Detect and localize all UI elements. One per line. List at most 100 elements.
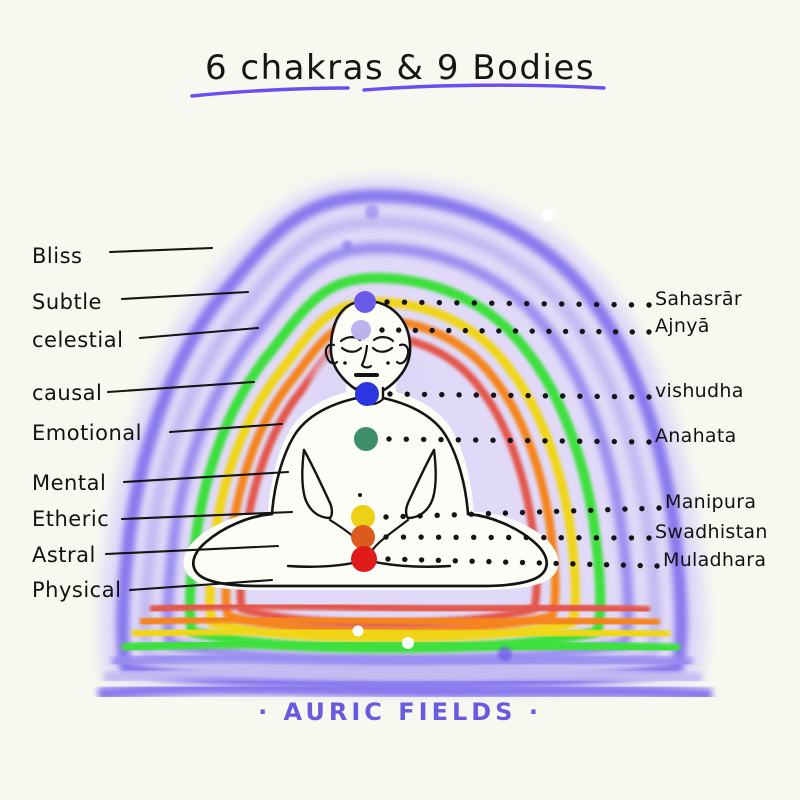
leader-dot — [434, 512, 440, 518]
chakra-dot-manipura — [351, 505, 375, 529]
leader-dot — [628, 535, 635, 541]
leader-dot — [469, 558, 475, 564]
chakra-dot-anahata — [354, 427, 378, 451]
leader-dot — [542, 393, 549, 399]
leader-dot — [637, 562, 643, 569]
page-title: 6 chakras & 9 Bodies — [204, 48, 596, 88]
leader-dot — [479, 328, 485, 334]
leader-dot — [629, 394, 635, 400]
leader-dot — [523, 534, 529, 541]
leader-dot — [553, 508, 560, 515]
leader-dot — [429, 327, 435, 334]
leader-dot — [489, 300, 495, 306]
leader-dot — [611, 438, 617, 445]
leader-dot — [605, 507, 611, 513]
body-label-physical: Physical — [32, 578, 122, 602]
leader-dot — [383, 514, 389, 520]
leader-dot — [508, 392, 514, 399]
leader-dot — [629, 439, 635, 445]
left-leader-lines — [104, 246, 294, 592]
body-label-causal: causal — [32, 381, 103, 405]
leader-dot — [446, 327, 452, 334]
chakra-label-manipura: Manipura — [665, 491, 757, 513]
leader-dot — [419, 299, 425, 306]
leader-dot — [654, 563, 660, 569]
leader-dot — [485, 510, 492, 517]
leader-dot — [622, 506, 628, 512]
leader-dot — [579, 328, 585, 335]
leader-dot — [452, 558, 458, 564]
chakra-dot-ajny — [351, 320, 371, 340]
leader-dot — [529, 328, 535, 334]
leader-dot — [593, 535, 600, 541]
leader-dot — [628, 302, 635, 308]
chakra-dots-group — [351, 291, 379, 572]
leader-dot — [471, 534, 477, 540]
footer-caption: · AURIC FIELDS · — [258, 698, 542, 726]
leader-dot — [594, 393, 600, 400]
leader-dot — [587, 561, 593, 567]
leader-dot — [436, 299, 443, 306]
body-label-subtle: Subtle — [32, 290, 102, 314]
leader-dot — [646, 302, 652, 308]
leader-dot — [503, 559, 509, 565]
leader-dot — [536, 509, 543, 515]
leader-dot — [576, 535, 582, 541]
leader-dot — [454, 300, 460, 306]
leader-dot — [629, 329, 635, 335]
leader-dot — [512, 328, 519, 334]
leader-dot — [471, 300, 477, 306]
bokeh-dots — [342, 205, 554, 661]
leader-dot — [507, 437, 513, 444]
leader-dot — [421, 391, 428, 398]
leader-dot — [486, 558, 492, 565]
leader-dot — [506, 534, 512, 541]
chakra-dot-sahasrr — [354, 291, 376, 313]
chakra-dot-swadhistan — [351, 525, 375, 549]
leader-dot — [421, 436, 427, 443]
leader-dot — [611, 301, 617, 308]
leader-dot — [438, 436, 444, 443]
leader-dot — [468, 511, 474, 517]
leader-dot — [612, 329, 619, 335]
leader-dot — [560, 393, 566, 399]
leader-dot — [559, 301, 565, 307]
leader-dot — [401, 299, 408, 305]
leader-dot — [403, 436, 409, 442]
body-label-mental: Mental — [32, 471, 107, 495]
chakra-dot-vishudha — [355, 382, 379, 406]
leader-dot — [402, 556, 408, 563]
chakra-label-ajnya: Ajnyā — [655, 315, 710, 337]
body-label-emotional: Emotional — [32, 421, 143, 445]
leader-dot — [646, 535, 652, 541]
leader-dot — [611, 393, 618, 400]
leader-dot — [435, 557, 442, 563]
body-label-etheric: Etheric — [32, 507, 110, 531]
leader-dot — [506, 300, 512, 307]
chakra-dot-muladhara — [351, 546, 377, 572]
leader-dot — [559, 438, 565, 444]
leader-dot — [542, 438, 548, 444]
leader-dot — [384, 299, 390, 305]
leader-dot — [456, 392, 462, 398]
leader-dot — [379, 327, 385, 333]
leader-dot — [462, 327, 469, 334]
leader-dot — [451, 512, 457, 518]
leader-dot — [603, 562, 610, 568]
leader-dot — [385, 556, 391, 562]
aura-bottom-bands — [97, 601, 713, 702]
chakra-label-muladhara: Muladhara — [663, 549, 767, 571]
leader-dot — [596, 328, 602, 335]
body-label-astral: Astral — [32, 543, 96, 567]
leader-dot — [439, 391, 445, 398]
chakra-label-vishudha: vishudha — [655, 380, 744, 402]
leader-dot — [646, 439, 652, 445]
leader-dot — [570, 561, 576, 567]
leader-dot — [588, 507, 594, 513]
leader-dot — [594, 438, 600, 445]
title-underline — [190, 83, 606, 98]
chakra-label-anahata: Anahata — [655, 425, 737, 447]
leader-dot — [576, 301, 582, 307]
leader-dot — [620, 562, 627, 568]
